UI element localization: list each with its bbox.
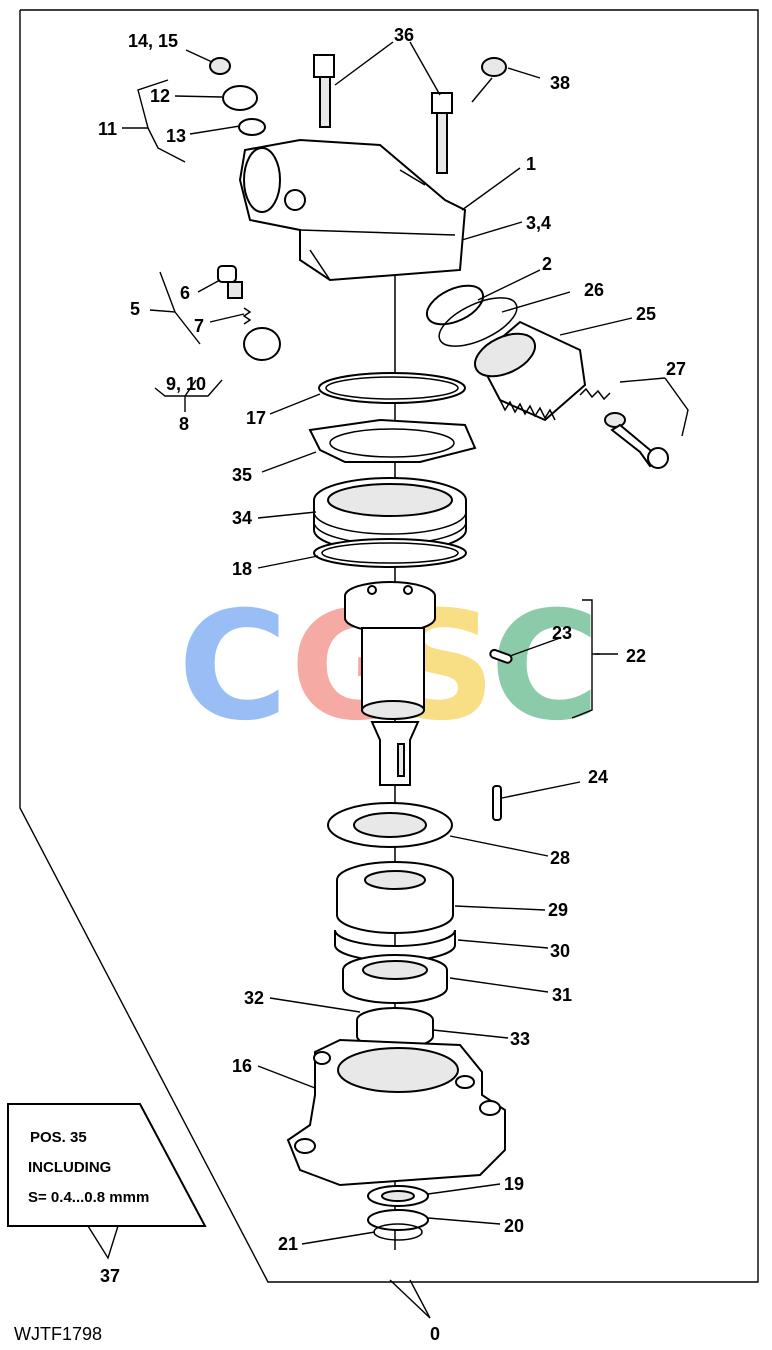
shim-35	[308, 418, 477, 463]
callout-23: 23	[552, 623, 572, 643]
callout-33: 33	[510, 1029, 530, 1049]
note-box: POS. 35 INCLUDING S= 0.4...0.8 mmm 37	[7, 1103, 207, 1286]
callout-32: 32	[244, 988, 264, 1008]
bearing-31	[342, 954, 448, 1004]
cap-9-10	[243, 327, 281, 361]
callout-31: 31	[552, 985, 572, 1005]
watermark-letter-c1: C	[178, 580, 288, 754]
callout-26: 26	[584, 280, 604, 300]
lower-housing-16	[286, 1038, 506, 1187]
pin-23	[489, 648, 513, 664]
callout-36: 36	[394, 25, 414, 45]
callout-19: 19	[504, 1174, 524, 1194]
callout-17: 17	[246, 408, 266, 428]
callout-25: 25	[636, 304, 656, 324]
callout-0: 0	[430, 1324, 440, 1344]
callout-27: 27	[666, 359, 686, 379]
washer-13	[238, 118, 266, 136]
note-line-2: INCLUDING	[28, 1159, 111, 1176]
retaining-ring-18	[313, 538, 467, 568]
callout-11: 11	[98, 119, 117, 139]
bolt-36a	[313, 54, 335, 128]
callout-12: 12	[150, 86, 170, 106]
callout-9-10: 9, 10	[166, 374, 206, 394]
callout-20: 20	[504, 1216, 524, 1236]
callout-34: 34	[232, 508, 252, 528]
drive-shaft	[370, 721, 420, 786]
gear-rotor-25	[474, 320, 587, 422]
callout-1: 1	[526, 154, 536, 174]
callout-labels: 14, 15 36 38 12 11 13 1 3,4 2 26 25 6 5 …	[98, 25, 686, 1344]
callout-29: 29	[548, 900, 568, 920]
note-line-3: S= 0.4...0.8 mmm	[28, 1189, 149, 1206]
callout-22: 22	[626, 646, 646, 666]
valve-6	[217, 265, 243, 299]
callout-38: 38	[550, 73, 570, 93]
seal-ring-26	[438, 297, 518, 347]
o-ring-17	[318, 372, 466, 404]
bearing-19	[367, 1185, 429, 1207]
cap-12	[222, 85, 258, 111]
leader-lines	[122, 41, 689, 1319]
callout-37: 37	[100, 1266, 120, 1286]
bearing-29	[336, 861, 454, 934]
callout-35: 35	[232, 465, 252, 485]
callout-30: 30	[550, 941, 570, 961]
plug-38	[481, 57, 507, 77]
bevel-gear-28	[327, 802, 453, 848]
screw-14-15	[209, 57, 231, 75]
bolt-36b	[431, 92, 453, 174]
figure-id: WJTF1798	[14, 1324, 102, 1344]
seal-20	[367, 1209, 429, 1231]
note-line-1: POS. 35	[30, 1129, 87, 1146]
diagram-frame	[19, 9, 759, 1283]
callout-8: 8	[179, 414, 189, 434]
valve-plate-2	[425, 284, 485, 326]
callout-13: 13	[166, 126, 186, 146]
relief-valve-27	[579, 387, 669, 469]
callout-3-4: 3,4	[526, 213, 551, 233]
callout-14-15: 14, 15	[128, 31, 178, 51]
top-housing	[238, 138, 467, 282]
callout-2: 2	[542, 254, 552, 274]
callout-16: 16	[232, 1056, 252, 1076]
callout-18: 18	[232, 559, 252, 579]
callout-21: 21	[278, 1234, 298, 1254]
callout-6: 6	[180, 283, 190, 303]
spring-7	[242, 307, 252, 325]
callout-28: 28	[550, 848, 570, 868]
bearing-ring-34	[313, 477, 467, 553]
watermark-letter-c2: C	[490, 580, 600, 754]
callout-5: 5	[130, 299, 140, 319]
callout-7: 7	[194, 316, 204, 336]
spool-assembly-22	[344, 581, 436, 720]
callout-24: 24	[588, 767, 608, 787]
pin-24	[492, 785, 502, 821]
